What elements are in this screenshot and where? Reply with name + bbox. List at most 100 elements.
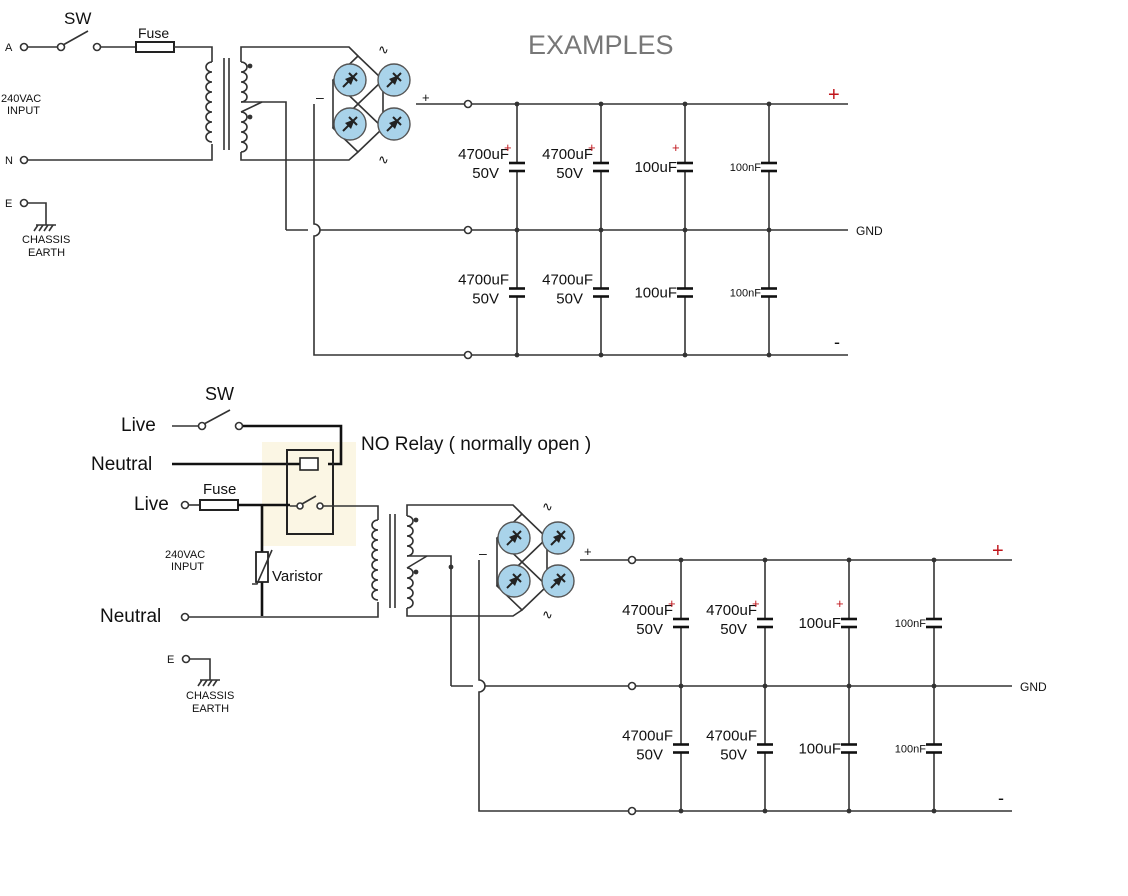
bottom-capacitor-gap (756, 618, 774, 628)
bottom-chassis-label-1: CHASSIS (186, 690, 234, 702)
bottom-label-e: E (167, 654, 174, 666)
relay (286, 449, 334, 535)
top-capacitor-voltage-label: 50V (472, 165, 499, 182)
bottom-junction-dot (762, 683, 768, 689)
top-bridge-plus-label: + (422, 90, 430, 105)
top-input-label-1: 240VAC (1, 93, 41, 105)
top-wire-bridge-minus (313, 104, 464, 356)
top-bridge-ac-label-1: ∿ (378, 42, 389, 57)
top-wire-n-tx (28, 144, 213, 161)
bottom-capacitor-bank: 4700uF50V+4700uF50V4700uF50V+4700uF50V10… (622, 557, 943, 814)
bottom-capacitor-gap (840, 618, 858, 628)
top-capacitor-value-label: 4700uF (458, 272, 509, 289)
top-junction-dot (514, 101, 520, 107)
top-capacitor-gap (592, 287, 610, 298)
bottom-earth-ground-icon (197, 679, 220, 687)
bottom-junction-dot (846, 683, 852, 689)
bottom-capacitor-gap (756, 743, 774, 754)
top-capacitor-value-label: 4700uF (542, 272, 593, 289)
varistor-label: Varistor (272, 568, 323, 585)
bottom-live2-label: Live (134, 494, 169, 515)
bottom-junction-dot (762, 557, 768, 563)
bottom-capacitor-voltage-label: 50V (636, 621, 663, 638)
top-capacitor-gap (676, 287, 694, 298)
top-junction-dot (682, 101, 688, 107)
top-capacitor-value-label: 100nF (730, 288, 761, 300)
top-node-e (19, 198, 29, 208)
examples-title: EXAMPLES (528, 30, 674, 60)
bottom-capacitor-voltage-label: 50V (720, 747, 747, 764)
top-transformer (205, 46, 359, 230)
top-bridge-rectifier (331, 54, 411, 154)
bottom-schematic: SW Live Neutral NO Relay ( normally open… (91, 384, 1047, 816)
varistor-mark (252, 549, 273, 585)
top-junction-dot (682, 227, 688, 233)
top-capacitor-gap (508, 287, 526, 298)
bottom-wire-neutral-tx (189, 602, 379, 618)
bottom-junction-dot (762, 808, 768, 814)
top-input-label-2: INPUT (7, 105, 40, 117)
top-bridge-ac-label-2: ∿ (378, 152, 389, 167)
top-junction-dot (514, 227, 520, 233)
bottom-capacitor-voltage-label: 50V (636, 747, 663, 764)
bottom-rail-gnd-label: GND (1020, 680, 1047, 694)
bottom-node-minus (627, 806, 637, 816)
top-capacitor-gap (508, 162, 526, 172)
top-capacitor-value-label: 100uF (634, 285, 677, 302)
bottom-capacitor-gap (925, 743, 943, 754)
top-junction-dot (598, 101, 604, 107)
top-junction-dot (598, 227, 604, 233)
bottom-bridge-ac-label-2: ∿ (542, 607, 553, 622)
bottom-bridge-minus-label: – (479, 545, 487, 561)
bottom-rail-plus-label: + (992, 540, 1004, 562)
bottom-junction-dot (678, 808, 684, 814)
bottom-capacitor-gap (672, 743, 690, 754)
top-switch-contact-1 (56, 42, 66, 52)
bottom-fuse (199, 499, 239, 511)
top-capacitor-value-label: 4700uF (542, 146, 593, 163)
top-capacitor-value-label: 100nF (730, 162, 761, 174)
bottom-neutral2-label: Neutral (100, 606, 161, 627)
bottom-switch-lever (203, 409, 231, 425)
bottom-node-neutral (180, 612, 190, 622)
top-label-n: N (5, 155, 13, 167)
bottom-junction-dot (846, 557, 852, 563)
bottom-capacitor-value-label: 100nF (895, 744, 926, 756)
top-capacitor-voltage-label: 50V (556, 165, 583, 182)
top-node-minus (463, 350, 473, 360)
top-capacitor-polarity-label: + (504, 140, 512, 155)
top-capacitor-polarity-label: + (588, 140, 596, 155)
bottom-node-plus (627, 555, 637, 565)
top-junction-dot (766, 227, 772, 233)
bottom-input-label-2: INPUT (171, 561, 204, 573)
bottom-bridge-ac-label-1: ∿ (542, 499, 553, 514)
top-earth-wire (28, 202, 47, 225)
top-rail-plus-label: + (828, 84, 840, 106)
bottom-earth-wire (190, 658, 211, 680)
top-node-n (19, 155, 29, 165)
top-capacitor-polarity-label: + (672, 140, 680, 155)
top-chassis-label-2: EARTH (28, 247, 65, 259)
top-capacitor-voltage-label: 50V (472, 291, 499, 308)
top-capacitor-gap (760, 162, 778, 172)
bottom-fuse-label: Fuse (203, 481, 236, 498)
bottom-capacitor-value-label: 100uF (798, 615, 841, 632)
bottom-wire-bridge-minus (478, 560, 628, 812)
relay-coil (299, 457, 319, 471)
bottom-capacitor-gap (672, 618, 690, 628)
bottom-junction-dot (678, 557, 684, 563)
bottom-capacitor-value-label: 100nF (895, 618, 926, 630)
top-capacitor-gap (760, 287, 778, 298)
top-junction-dot (682, 352, 688, 358)
bottom-node-live (180, 500, 190, 510)
top-bridge-minus-label: – (316, 89, 324, 105)
top-fuse-label: Fuse (138, 25, 169, 41)
top-switch-lever (62, 30, 89, 46)
bottom-capacitor-value-label: 4700uF (706, 728, 757, 745)
bottom-capacitor-value-label: 4700uF (706, 602, 757, 619)
bottom-bridge-plus-label: + (584, 544, 592, 559)
bottom-junction-dot (931, 808, 937, 814)
bottom-bridge-rectifier (495, 512, 575, 612)
top-label-a: A (5, 42, 13, 54)
